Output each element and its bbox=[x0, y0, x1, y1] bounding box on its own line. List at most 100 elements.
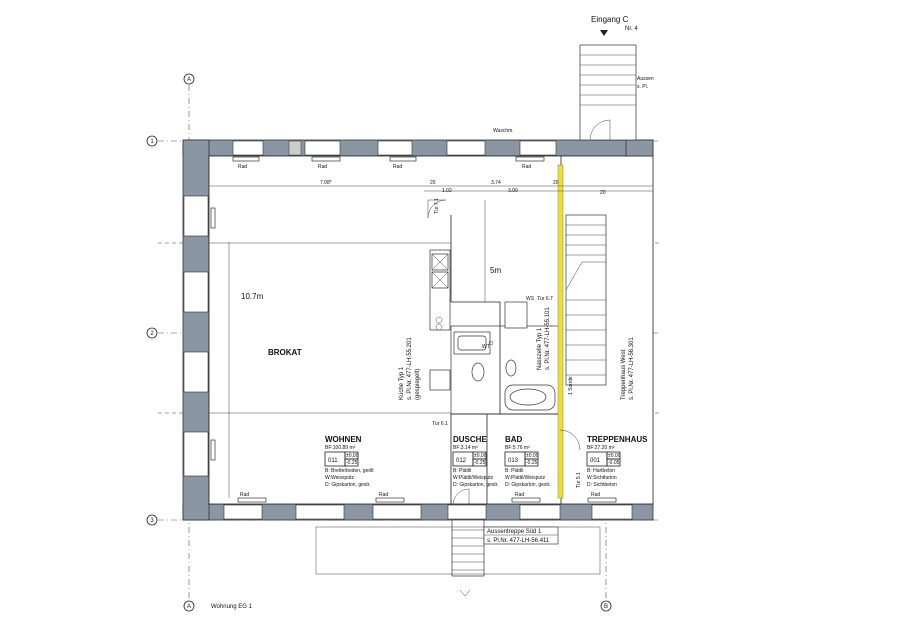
north-arrow-icon bbox=[459, 589, 471, 597]
entrance-arrow-icon bbox=[600, 30, 608, 36]
room-name: TREPPENHAUS bbox=[587, 435, 648, 444]
door-label-6-7: Tür 6.7 bbox=[537, 296, 553, 302]
room-finish: B: Hartbeton bbox=[587, 468, 615, 474]
room-finish: W:Plättli/Weisputz bbox=[505, 475, 546, 481]
outer-top-ref-2: s. Pl. bbox=[637, 84, 648, 90]
axis-label: A bbox=[187, 604, 191, 610]
axis-label: B bbox=[604, 604, 608, 610]
radiator-label: Rad bbox=[379, 492, 388, 498]
kitchen-ref-2: s. Pl.Nr. 477-LH-55.201 bbox=[407, 337, 413, 400]
dim-height: 10.7m bbox=[241, 292, 264, 301]
room-finish: W:Sichtbeton bbox=[587, 475, 617, 481]
room-level-top: ±0.00 bbox=[474, 453, 487, 459]
wet-ref-1: Nasszelle Typ 1 bbox=[537, 327, 543, 370]
exterior-stair-south bbox=[315, 519, 601, 597]
dim-kitchen-inner: 3.00 bbox=[508, 188, 518, 194]
radiator-label: Rad bbox=[240, 492, 249, 498]
apartment-label: BROKAT bbox=[268, 348, 302, 357]
yellow-wall-marker bbox=[557, 164, 564, 499]
room-finish: D: Gipskarton, gestr. bbox=[325, 482, 371, 488]
dim-kitchen-height: 5m bbox=[490, 266, 501, 275]
room-level-bottom: -0.25 bbox=[526, 460, 538, 466]
kitchen-ref-3: (gespiegelt) bbox=[415, 369, 421, 400]
kitchen-unit bbox=[429, 249, 451, 391]
entrance-label: Eingang C bbox=[591, 15, 629, 24]
axis-marker-2: 2 bbox=[146, 327, 158, 339]
radiator-label: Rad bbox=[318, 164, 327, 170]
dim-total-width: 7.08* bbox=[320, 180, 332, 186]
room-stamp-wohnen: WOHNEN BF:100.89 m² 011 ±0.00 -0.25 B: B… bbox=[324, 435, 374, 488]
entrance-stair-north bbox=[579, 30, 637, 141]
room-level-top: ±0.00 bbox=[608, 453, 621, 459]
room-stamp-bad: BAD BF:5.76 m² 013 ±0.00 -0.25 B: Plättl… bbox=[504, 435, 551, 488]
room-level-top: ±0.00 bbox=[526, 453, 539, 459]
room-level-top: ±0.00 bbox=[346, 453, 359, 459]
room-number: 013 bbox=[508, 458, 519, 464]
room-level-bottom: -0.25 bbox=[474, 460, 486, 466]
room-level-bottom: -0.05 bbox=[608, 460, 620, 466]
room-finish: W:Weisspütz bbox=[325, 475, 354, 481]
room-finish: D: Gipskarton, gestr. bbox=[453, 482, 499, 488]
room-finish: B: Plättli bbox=[505, 468, 523, 474]
door-swings bbox=[427, 199, 581, 506]
radiator-label: Rad bbox=[522, 164, 531, 170]
room-area: BF:5.76 m² bbox=[505, 445, 530, 451]
radiator-label: Rad bbox=[393, 164, 402, 170]
axis-label: 1 bbox=[150, 139, 154, 145]
outer-ref-2: s. Pl.Nr. 477-LH-56.411 bbox=[487, 538, 550, 544]
room-finish: D: Gipskarton, gestr. bbox=[505, 482, 551, 488]
axis-marker-1: 1 bbox=[146, 135, 158, 147]
room-finish: W:Plättli/Weisputz bbox=[453, 475, 494, 481]
room-number: 001 bbox=[590, 458, 601, 464]
door-label-6-1: Tür 6.1 bbox=[432, 421, 448, 427]
wet-ref-2: s. Pl.Nr. 477-LH-55.101 bbox=[545, 307, 551, 370]
dim-kitchen-width: 3.74 bbox=[491, 180, 501, 186]
room-name: BAD bbox=[505, 435, 523, 444]
room-area: BF:3.14 m² bbox=[453, 445, 478, 451]
kitchen-ref-1: Küche Typ 1 bbox=[399, 366, 405, 400]
axis-marker-3: 3 bbox=[146, 514, 158, 526]
room-finish: B: Plättli bbox=[453, 468, 471, 474]
room-stamp-treppenhaus: TREPPENHAUS BF:27.20 m² 001 ±0.00 -0.05 … bbox=[586, 435, 648, 488]
outer-top-ref-1: Aussen bbox=[637, 76, 654, 82]
room-name: WOHNEN bbox=[325, 435, 362, 444]
room-level-bottom: -0.25 bbox=[346, 460, 358, 466]
label-ws: WS bbox=[526, 296, 535, 302]
sheet-caption: Wohnung EG 1 bbox=[211, 604, 253, 610]
dimension-lines bbox=[209, 185, 653, 498]
radiator-label: Rad bbox=[515, 492, 524, 498]
outer-ref-1: Aussentreppe Süd 1 bbox=[487, 529, 542, 535]
dim-door-a: 1.02 bbox=[442, 188, 452, 194]
label-wt: WT bbox=[482, 344, 490, 350]
axis-marker-a-top: A bbox=[183, 73, 195, 85]
label-sonde: 1 Sonde bbox=[568, 376, 574, 395]
dim-door-b: 20 bbox=[430, 180, 436, 186]
axis-marker-a-bottom: A bbox=[183, 600, 195, 612]
radiator-label: Rad bbox=[238, 164, 247, 170]
axis-marker-b-bottom: B bbox=[600, 600, 612, 612]
bath-fixtures bbox=[453, 301, 556, 411]
room-area: BF:100.89 m² bbox=[325, 445, 356, 451]
room-finish: B: Bretterboden, geölt bbox=[325, 468, 374, 474]
room-number: 011 bbox=[328, 458, 338, 464]
dim-right: 20 bbox=[600, 190, 606, 196]
outer-stair-ref: Aussentreppe Süd 1 s. Pl.Nr. 477-LH-56.4… bbox=[483, 526, 559, 545]
room-finish: D: Sichtbeton bbox=[587, 482, 617, 488]
door-label-5-1: Tür 5.1 bbox=[576, 472, 582, 488]
door-label-7-1: Tür 7.1 bbox=[434, 198, 440, 214]
room-number: 012 bbox=[456, 458, 467, 464]
stair-west bbox=[565, 214, 607, 386]
stair-ref-1: Treppenhaus West bbox=[621, 349, 627, 400]
entrance-number: Nr. 4 bbox=[625, 26, 638, 32]
stair-ref-2: s. Pl.Nr. 477-LH-56.301 bbox=[629, 337, 635, 400]
room-area: BF:27.20 m² bbox=[587, 445, 615, 451]
axis-label: 3 bbox=[150, 518, 154, 524]
axis-label: 2 bbox=[150, 331, 154, 337]
radiators bbox=[210, 156, 617, 503]
wash-machine-label: Waschm. bbox=[493, 128, 514, 134]
radiator-label: Rad bbox=[591, 492, 600, 498]
room-name: DUSCHE bbox=[453, 435, 487, 444]
dim-stair: 20 bbox=[553, 180, 559, 186]
axis-label: A bbox=[187, 77, 191, 83]
